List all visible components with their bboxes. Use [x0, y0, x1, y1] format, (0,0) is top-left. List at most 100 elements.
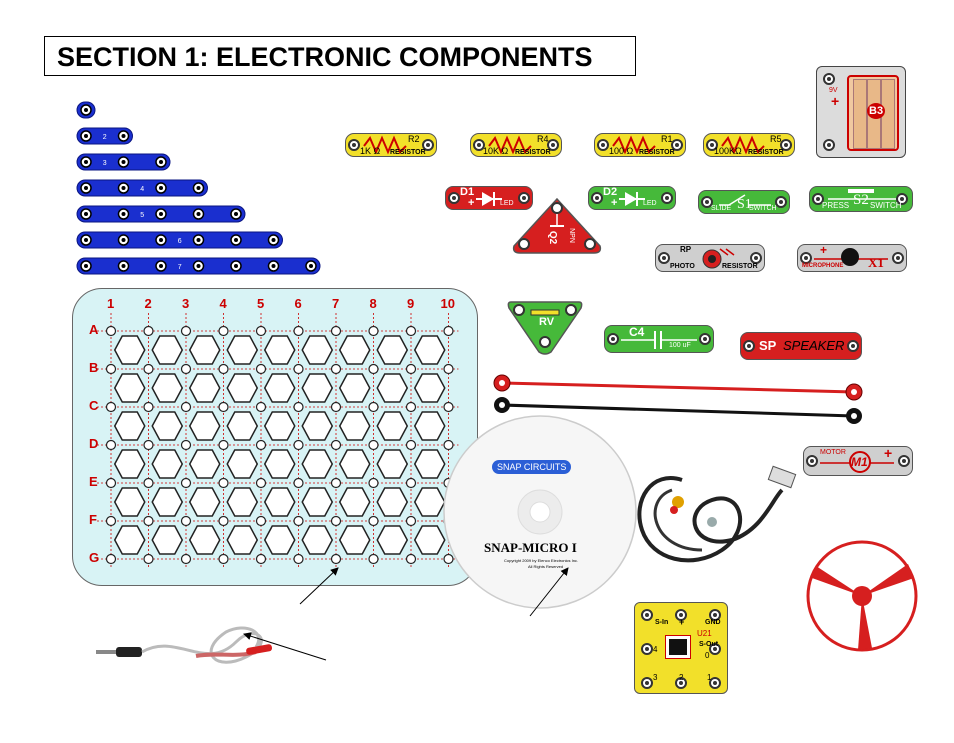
- grid-snap-post[interactable]: [105, 363, 117, 375]
- resistor-r5[interactable]: R5 100KΩ RESISTOR: [703, 133, 795, 157]
- grid-snap-post[interactable]: [143, 401, 154, 413]
- grid-hex-cell[interactable]: [113, 449, 146, 479]
- grid-snap-post[interactable]: [180, 325, 192, 337]
- grid-snap-post[interactable]: [143, 553, 154, 565]
- grid-snap-post[interactable]: [180, 401, 192, 413]
- fan-blade[interactable]: [804, 538, 920, 654]
- grid-snap-post[interactable]: [143, 439, 154, 451]
- grid-snap-post[interactable]: [443, 363, 454, 375]
- grid-snap-post[interactable]: [105, 477, 117, 489]
- grid-snap-post[interactable]: [443, 401, 454, 413]
- grid-snap-post[interactable]: [255, 363, 267, 375]
- grid-hex-cell[interactable]: [301, 373, 334, 403]
- grid-snap-post[interactable]: [443, 325, 454, 337]
- grid-hex-cell[interactable]: [376, 449, 409, 479]
- grid-snap-post[interactable]: [443, 439, 454, 451]
- grid-snap-post[interactable]: [330, 325, 342, 337]
- grid-snap-post[interactable]: [330, 363, 342, 375]
- grid-snap-post[interactable]: [368, 477, 379, 489]
- grid-snap-post[interactable]: [405, 477, 417, 489]
- grid-snap-post[interactable]: [405, 363, 417, 375]
- grid-hex-cell[interactable]: [338, 525, 371, 555]
- grid-hex-cell[interactable]: [263, 335, 296, 365]
- grid-hex-cell[interactable]: [413, 335, 446, 365]
- led-d2[interactable]: D2 + LED: [588, 186, 676, 210]
- grid-hex-cell[interactable]: [226, 373, 259, 403]
- grid-snap-post[interactable]: [143, 515, 154, 527]
- grid-snap-post[interactable]: [255, 553, 267, 565]
- grid-snap-post[interactable]: [105, 515, 117, 527]
- grid-snap-post[interactable]: [218, 363, 229, 375]
- grid-snap-post[interactable]: [368, 401, 379, 413]
- grid-snap-post[interactable]: [255, 477, 267, 489]
- jumper-wires[interactable]: [488, 372, 868, 424]
- potentiometer-rv[interactable]: RV: [505, 298, 585, 356]
- grid-snap-post[interactable]: [330, 515, 342, 527]
- battery-b3[interactable]: 9V + B3: [816, 66, 906, 158]
- grid-hex-cell[interactable]: [301, 449, 334, 479]
- microphone-x1[interactable]: + MICROPHONE X1: [797, 243, 907, 272]
- grid-hex-cell[interactable]: [376, 525, 409, 555]
- grid-hex-cell[interactable]: [226, 525, 259, 555]
- grid-hex-cell[interactable]: [188, 373, 221, 403]
- photo-resistor-rp[interactable]: RP PHOTO RESISTOR: [655, 244, 765, 272]
- grid-snap-post[interactable]: [293, 553, 304, 565]
- grid-hex-cell[interactable]: [263, 411, 296, 441]
- grid-hex-cell[interactable]: [113, 335, 146, 365]
- resistor-r1[interactable]: R1 100 Ω RESISTOR: [594, 133, 686, 157]
- grid-snap-post[interactable]: [218, 325, 229, 337]
- grid-snap-post[interactable]: [330, 401, 342, 413]
- grid-snap-post[interactable]: [218, 439, 229, 451]
- grid-snap-post[interactable]: [405, 325, 417, 337]
- grid-hex-cell[interactable]: [226, 411, 259, 441]
- grid-snap-post[interactable]: [405, 439, 417, 451]
- grid-snap-post[interactable]: [255, 439, 267, 451]
- grid-hex-cell[interactable]: [301, 411, 334, 441]
- grid-snap-post[interactable]: [293, 477, 304, 489]
- grid-snap-post[interactable]: [105, 553, 117, 565]
- grid-snap-post[interactable]: [218, 401, 229, 413]
- grid-snap-post[interactable]: [143, 363, 154, 375]
- grid-snap-post[interactable]: [330, 553, 342, 565]
- grid-snap-post[interactable]: [180, 515, 192, 527]
- grid-snap-post[interactable]: [180, 477, 192, 489]
- grid-snap-post[interactable]: [180, 553, 192, 565]
- grid-snap-post[interactable]: [218, 477, 229, 489]
- grid-hex-cell[interactable]: [263, 449, 296, 479]
- speaker-sp[interactable]: SP SPEAKER: [740, 332, 862, 360]
- grid-snap-post[interactable]: [405, 401, 417, 413]
- grid-hex-cell[interactable]: [301, 487, 334, 517]
- grid-hex-cell[interactable]: [413, 525, 446, 555]
- grid-hex-cell[interactable]: [338, 411, 371, 441]
- grid-hex-cell[interactable]: [113, 525, 146, 555]
- grid-snap-post[interactable]: [293, 325, 304, 337]
- grid-snap-post[interactable]: [368, 515, 379, 527]
- grid-snap-post[interactable]: [255, 325, 267, 337]
- grid-snap-post[interactable]: [293, 401, 304, 413]
- grid-hex-cell[interactable]: [151, 411, 184, 441]
- grid-hex-cell[interactable]: [226, 449, 259, 479]
- grid-snap-post[interactable]: [293, 439, 304, 451]
- grid-snap-post[interactable]: [143, 477, 154, 489]
- module-u21[interactable]: S-In + GND U21 4 S-Out 0 3 2 1: [634, 602, 728, 694]
- grid-hex-cell[interactable]: [301, 335, 334, 365]
- test-lead-cable[interactable]: [96, 612, 296, 684]
- grid-hex-cell[interactable]: [113, 487, 146, 517]
- resistor-r4[interactable]: R4 10K Ω RESISTOR: [470, 133, 562, 157]
- grid-hex-cell[interactable]: [338, 487, 371, 517]
- grid-snap-post[interactable]: [368, 363, 379, 375]
- grid-hex-cell[interactable]: [413, 411, 446, 441]
- grid-snap-post[interactable]: [368, 439, 379, 451]
- grid-hex-cell[interactable]: [188, 449, 221, 479]
- capacitor-c4[interactable]: C4 100 uF: [604, 325, 714, 353]
- grid-hex-cell[interactable]: [338, 335, 371, 365]
- grid-hex-cell[interactable]: [376, 487, 409, 517]
- snap-wire[interactable]: [76, 179, 208, 197]
- grid-hex-cell[interactable]: [188, 335, 221, 365]
- grid-hex-cell[interactable]: [188, 525, 221, 555]
- grid-snap-post[interactable]: [255, 401, 267, 413]
- grid-snap-post[interactable]: [293, 515, 304, 527]
- grid-hex-cell[interactable]: [113, 373, 146, 403]
- grid-snap-post[interactable]: [180, 439, 192, 451]
- motor-m1[interactable]: MOTOR M1 +: [803, 445, 913, 476]
